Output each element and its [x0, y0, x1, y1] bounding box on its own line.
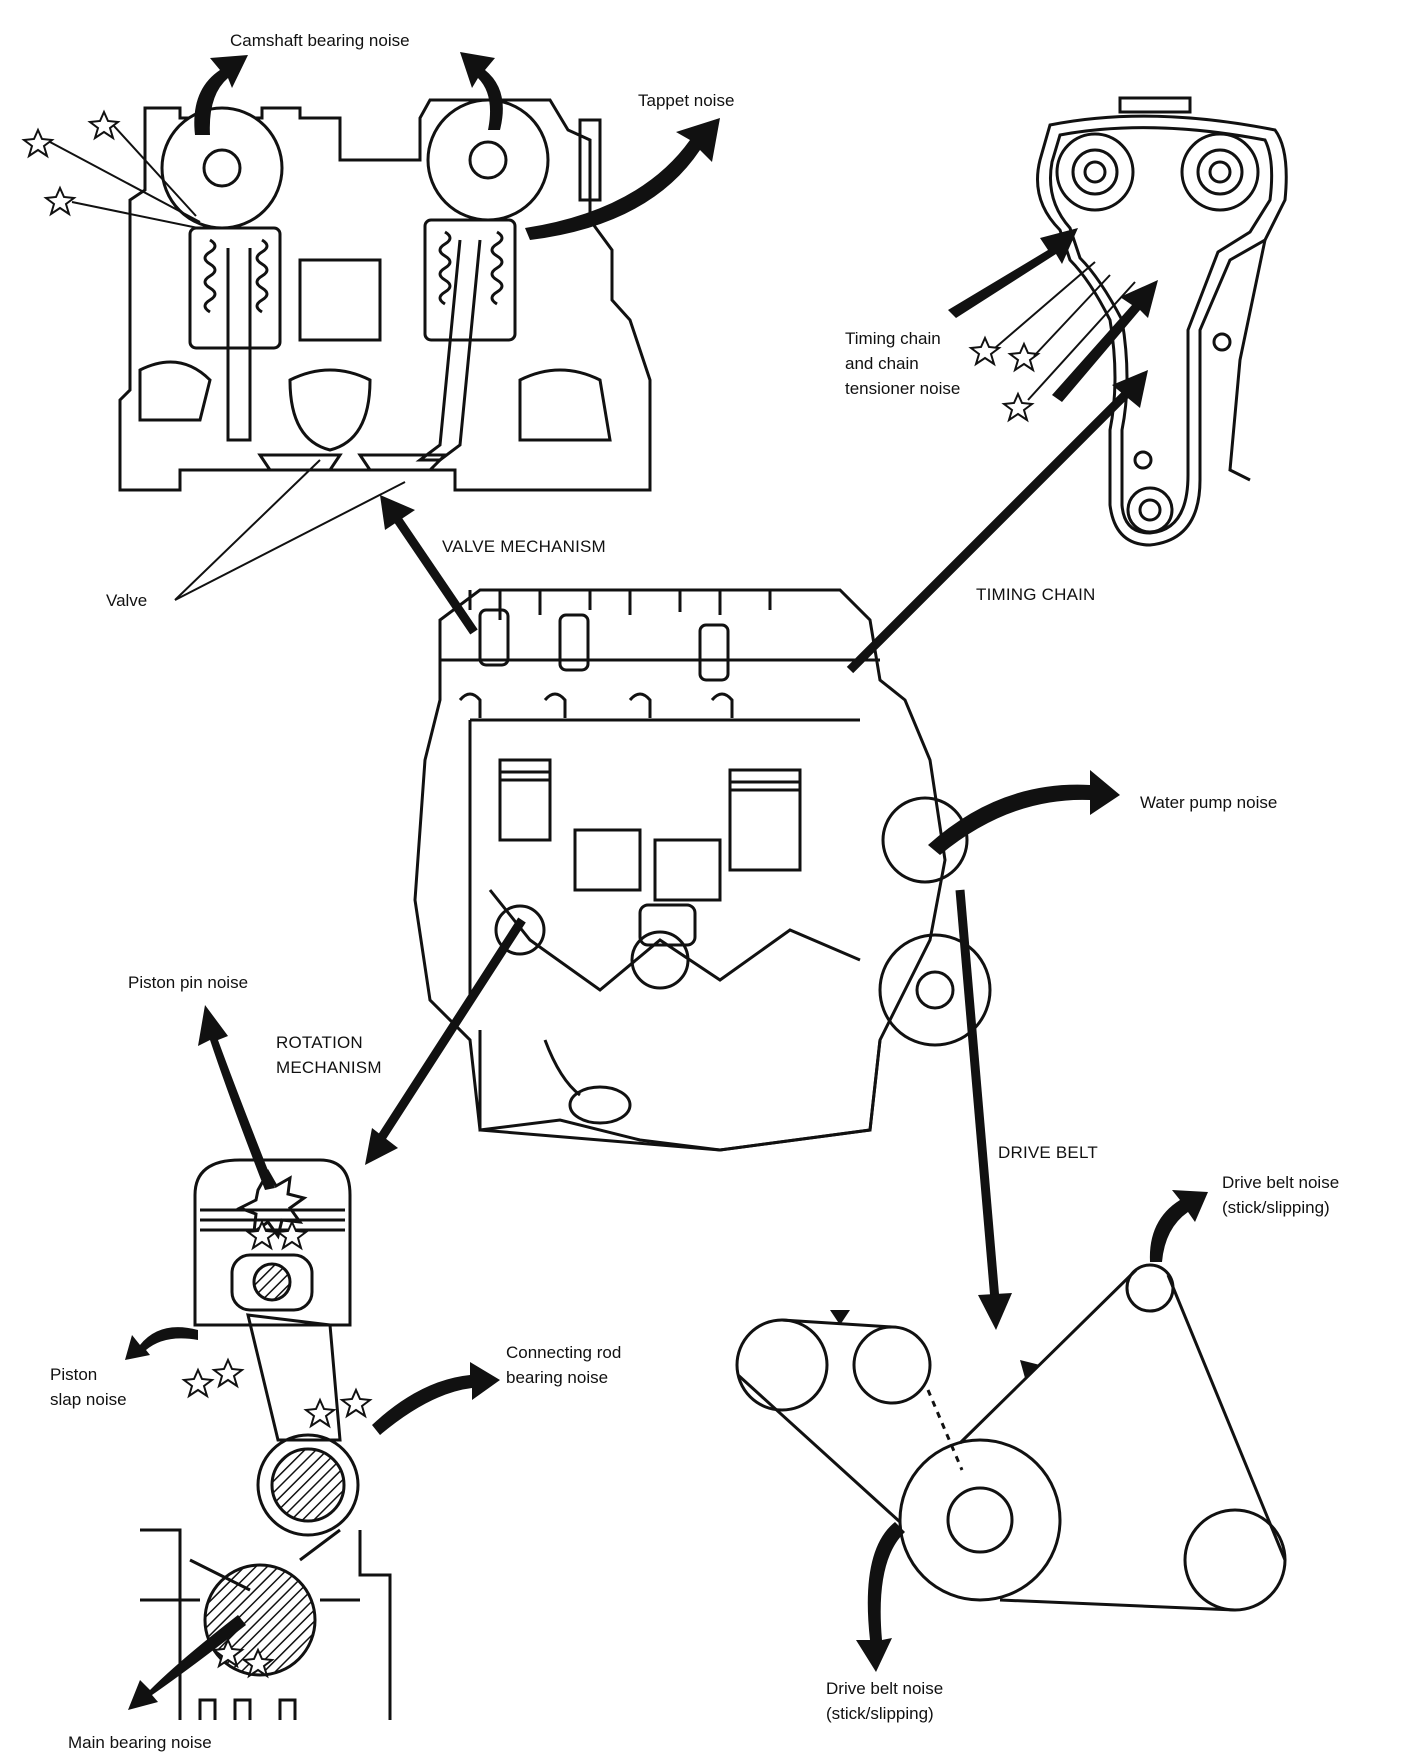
piston-slap-label-line2: slap noise [50, 1390, 127, 1409]
valve-label: Valve [106, 591, 148, 610]
rotation-mechanism-label-line2: MECHANISM [276, 1058, 382, 1077]
water-pump-noise-arrow [928, 770, 1120, 855]
drive-belt-noise-arrows [856, 1190, 1208, 1672]
drive-belt-noise-bottom-label-line1: Drive belt noise [826, 1679, 944, 1698]
timing-chain-label: TIMING CHAIN [976, 585, 1096, 604]
piston-slap-label-line1: Piston [50, 1365, 98, 1384]
drive-belt-noise-top-label-line1: Drive belt noise [1222, 1173, 1340, 1192]
star-markers-piston [181, 1219, 373, 1679]
drive-belt-noise-bottom-label-line2: (stick/slipping) [826, 1704, 934, 1723]
timing-chain-noise-label-line3: tensioner noise [845, 379, 961, 398]
main-bearing-noise-label: Main bearing noise [68, 1733, 212, 1752]
drive-belt-label: DRIVE BELT [998, 1143, 1098, 1162]
drive-belt-illustration [735, 1263, 1287, 1612]
leader-lines-timing-chain [994, 261, 1136, 401]
cylinder-head-illustration [118, 98, 652, 492]
drive-belt-markers [830, 1310, 1040, 1378]
piston-connecting-rod-illustration [140, 1158, 392, 1720]
timing-chain-noise-label-line1: Timing chain [845, 329, 941, 348]
engine-block-illustration [413, 588, 992, 1152]
piston-noise-arrows [125, 1005, 500, 1710]
piston-pin-noise-label: Piston pin noise [128, 973, 249, 992]
timing-chain-noise-label-line2: and chain [845, 354, 919, 373]
rotation-mechanism-label-line1: ROTATION [276, 1033, 363, 1052]
connecting-rod-label-line2: bearing noise [506, 1368, 609, 1387]
drive-belt-noise-top-label-line2: (stick/slipping) [1222, 1198, 1330, 1217]
camshaft-bearing-noise-label: Camshaft bearing noise [230, 31, 410, 50]
leader-lines-camshaft [49, 125, 201, 229]
connecting-rod-label-line1: Connecting rod [506, 1343, 622, 1362]
timing-chain-illustration [1036, 96, 1288, 547]
valve-mechanism-label: VALVE MECHANISM [442, 537, 606, 556]
tappet-noise-arrow [525, 118, 720, 240]
star-markers-timing-chain [968, 335, 1041, 423]
mechanism-arrowheads [365, 370, 1148, 1330]
star-markers-camshaft [21, 109, 121, 217]
tappet-noise-label: Tappet noise [638, 91, 735, 110]
water-pump-noise-label: Water pump noise [1140, 793, 1278, 812]
mechanism-arrows [376, 386, 1134, 1301]
camshaft-noise-arrows [194, 52, 503, 135]
valve-leader-lines [174, 459, 406, 601]
timing-chain-noise-arrows [948, 228, 1158, 402]
